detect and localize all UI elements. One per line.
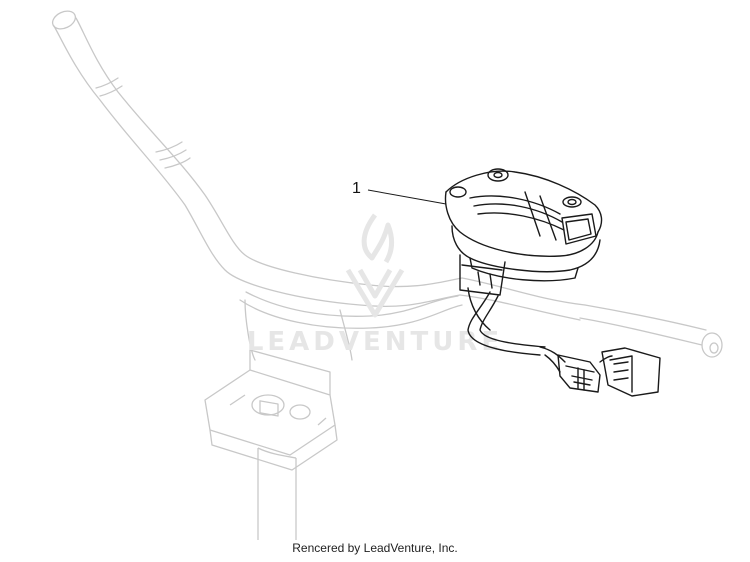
flame-v-logo-icon: [345, 213, 405, 318]
callout-1: 1: [352, 180, 447, 205]
handlebar-clamp: [204, 349, 338, 471]
right-grip-end: [701, 332, 723, 358]
instrument-cluster: [444, 168, 661, 397]
callout-label-1: 1: [352, 180, 361, 197]
steering-post: [257, 447, 297, 540]
watermark-text: LEADVENTURE: [247, 327, 503, 357]
left-grip-end: [51, 10, 77, 30]
handlebar: [51, 10, 723, 361]
render-credit: Rencered by LeadVenture, Inc.: [292, 541, 458, 555]
callout-leader-line: [367, 189, 447, 205]
watermark: LEADVENTURE: [247, 213, 503, 357]
